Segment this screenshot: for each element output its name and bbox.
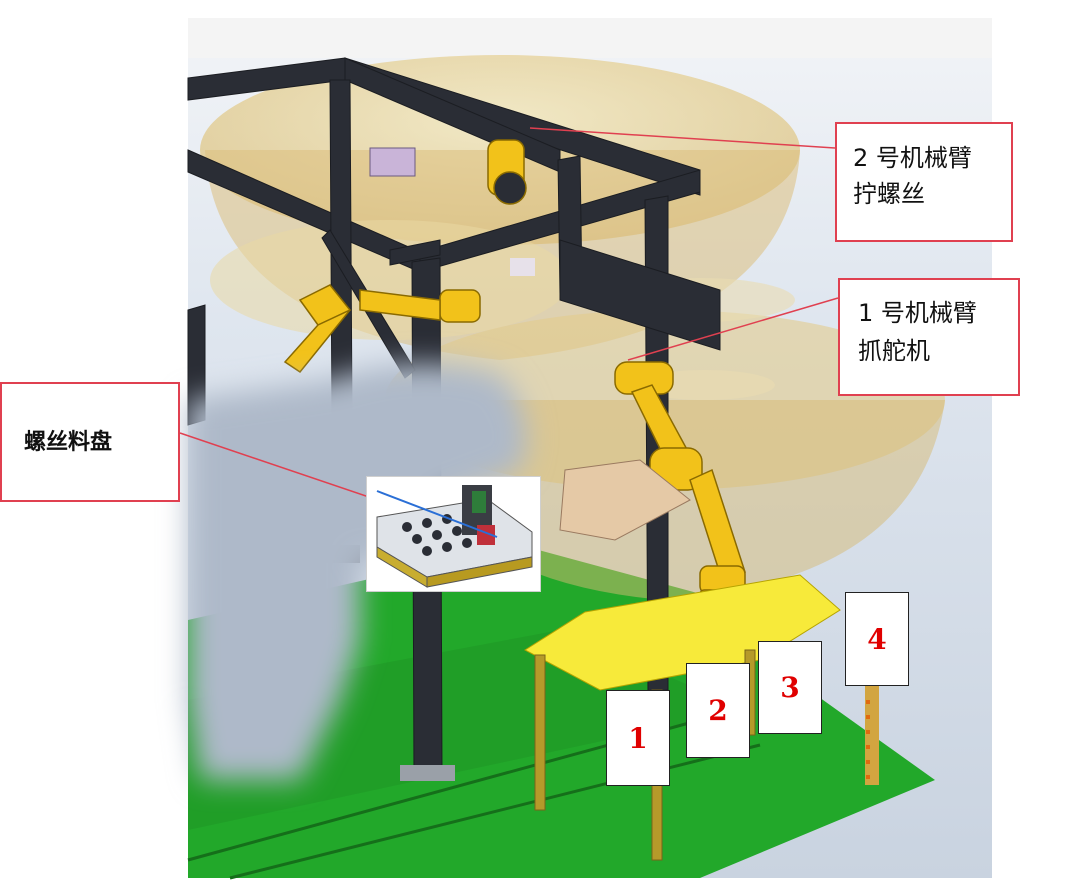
screw-tray-icon [367, 477, 540, 591]
callout-arm-2-line1: 2 号机械臂 [853, 144, 972, 172]
station-tag-4: 4 [845, 592, 909, 686]
station-tag-3: 3 [758, 641, 822, 734]
callout-screw-tray: 螺丝料盘 [0, 382, 180, 502]
callout-arm-1-line2: 抓舵机 [858, 337, 930, 365]
station-tag-2: 2 [686, 663, 750, 758]
callout-arm-1: 1 号机械臂 抓舵机 [838, 278, 1020, 396]
robot-arm-left [283, 284, 481, 374]
screw-tray-inset [366, 476, 541, 592]
callout-arm-2: 2 号机械臂 拧螺丝 [835, 122, 1013, 242]
station-tag-1: 1 [606, 690, 670, 786]
work-table [524, 574, 841, 691]
blurred-region [188, 363, 527, 780]
callout-arm-1-line1: 1 号机械臂 [858, 299, 977, 327]
callout-arm-2-line2: 拧螺丝 [853, 180, 925, 208]
callout-screw-tray-label: 螺丝料盘 [24, 430, 113, 455]
robot-arm-2 [487, 139, 527, 205]
